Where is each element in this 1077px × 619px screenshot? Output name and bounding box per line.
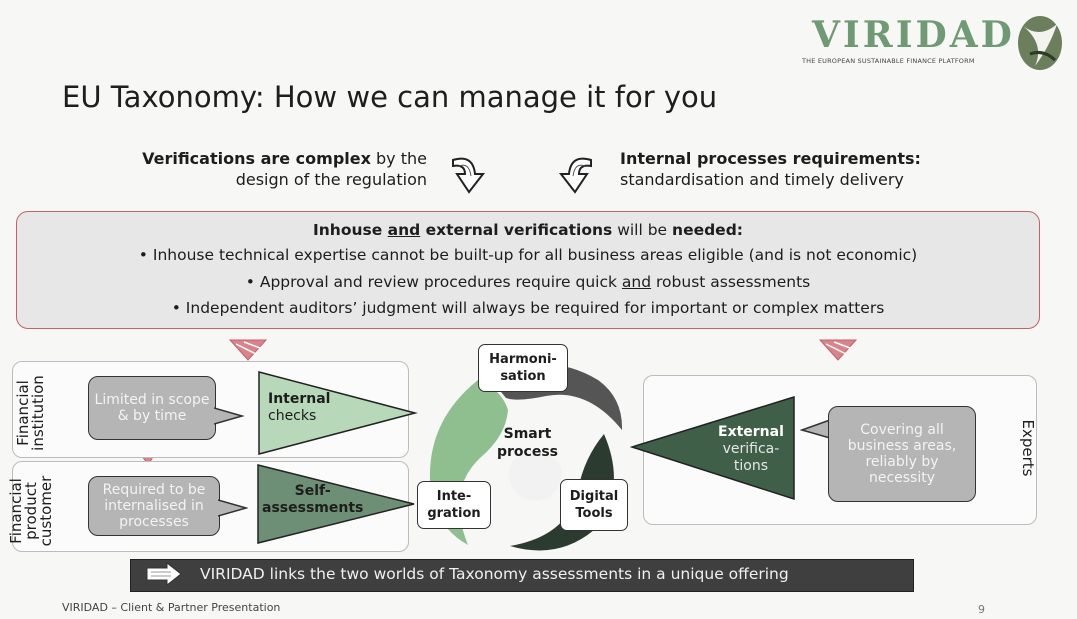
bullet-procedures-and: and — [621, 273, 652, 291]
smart-label: Smart — [503, 426, 552, 442]
heading-needed: needed: — [672, 221, 743, 239]
bullet-expertise: • Inhouse technical expertise cannot be … — [16, 246, 1040, 264]
fi-line2: institution — [29, 375, 47, 451]
bullet-procedures-text-a: Approval and review procedures require q… — [259, 273, 622, 291]
footer-text: VIRIDAD – Client & Partner Presentation — [62, 601, 281, 614]
fpc-line3: customer — [37, 475, 55, 547]
verifica-label: verifica- — [722, 441, 780, 457]
bubble-pointer-1 — [214, 407, 244, 425]
page-number: 9 — [978, 603, 985, 616]
logo-wordmark: VIRIDAD — [812, 14, 1015, 56]
bullet-dot: • — [171, 299, 181, 317]
bullet-expertise-text: Inhouse technical expertise cannot be bu… — [152, 246, 918, 264]
external-label: External — [718, 424, 784, 440]
internalised-bubble: Required to be internalised in processes — [88, 476, 220, 536]
bullet-dot: • — [245, 273, 255, 291]
heading-inhouse: Inhouse — [312, 221, 388, 239]
bubble-pointer-3 — [800, 419, 831, 439]
complexity-statement: Verifications are complex by the design … — [142, 148, 427, 190]
self-assessments-triangle — [257, 464, 415, 544]
digital-tools-box: Digital Tools — [560, 479, 628, 531]
red-arrow-left-icon — [228, 339, 268, 361]
requirements-bold: Internal processes requirements: — [620, 149, 921, 168]
bullet-procedures-text-b: robust assessments — [651, 273, 811, 291]
external-verifications-triangle — [630, 395, 795, 501]
red-arrow-right-icon — [818, 339, 858, 361]
bubble-pointer-2 — [218, 499, 248, 517]
integration-box: Inte- gration — [417, 481, 491, 529]
heading-external: external verifications — [420, 221, 613, 239]
double-arrow-icon — [146, 562, 182, 587]
internal-checks-triangle — [258, 371, 418, 455]
bullet-auditors-text: Independent auditors’ judgment will alwa… — [185, 299, 885, 317]
offering-banner — [130, 559, 914, 592]
leaf-globe-icon — [1018, 16, 1062, 70]
curved-arrow-down-left-icon — [558, 157, 592, 194]
page-title: EU Taxonomy: How we can manage it for yo… — [62, 80, 718, 114]
process-label: process — [497, 444, 559, 460]
heading-will-be: will be — [612, 221, 673, 239]
self-assessments-line2: assessments — [262, 500, 364, 516]
complexity-bold: Verifications are complex — [142, 149, 371, 168]
verifications-needed-box — [16, 211, 1040, 329]
limited-scope-bubble: Limited in scope & by time — [88, 376, 216, 440]
requirements-line2: standardisation and timely delivery — [620, 170, 904, 189]
bullet-auditors: • Independent auditors’ judgment will al… — [16, 299, 1040, 317]
complexity-rest: by the — [370, 149, 427, 168]
experts-label: Experts — [1019, 419, 1037, 477]
tions-label: tions — [733, 458, 769, 474]
banner-text: VIRIDAD links the two worlds of Taxonomy… — [200, 565, 789, 583]
smart-process-label: Smart process — [497, 425, 558, 461]
heading-and: and — [387, 221, 421, 239]
covering-all-bubble: Covering all business areas, reliably by… — [828, 406, 976, 502]
self-assessments-label: Self-assessments — [262, 483, 363, 517]
internal-checks-rest: checks — [268, 408, 317, 424]
bullet-dot: • — [138, 246, 148, 264]
verifications-heading: Inhouse and external verifications will … — [16, 221, 1040, 239]
complexity-line2: design of the regulation — [235, 170, 427, 189]
harmonisation-box: Harmoni- sation — [478, 344, 568, 392]
bullet-procedures: • Approval and review procedures require… — [16, 273, 1040, 291]
internal-checks-bold: Internal — [268, 391, 331, 407]
logo-tagline: THE EUROPEAN SUSTAINABLE FINANCE PLATFOR… — [802, 57, 975, 65]
self-assessments-line1: Self- — [294, 483, 331, 499]
curved-arrow-down-right-icon — [452, 157, 486, 194]
process-requirements-statement: Internal processes requirements: standar… — [620, 148, 921, 190]
